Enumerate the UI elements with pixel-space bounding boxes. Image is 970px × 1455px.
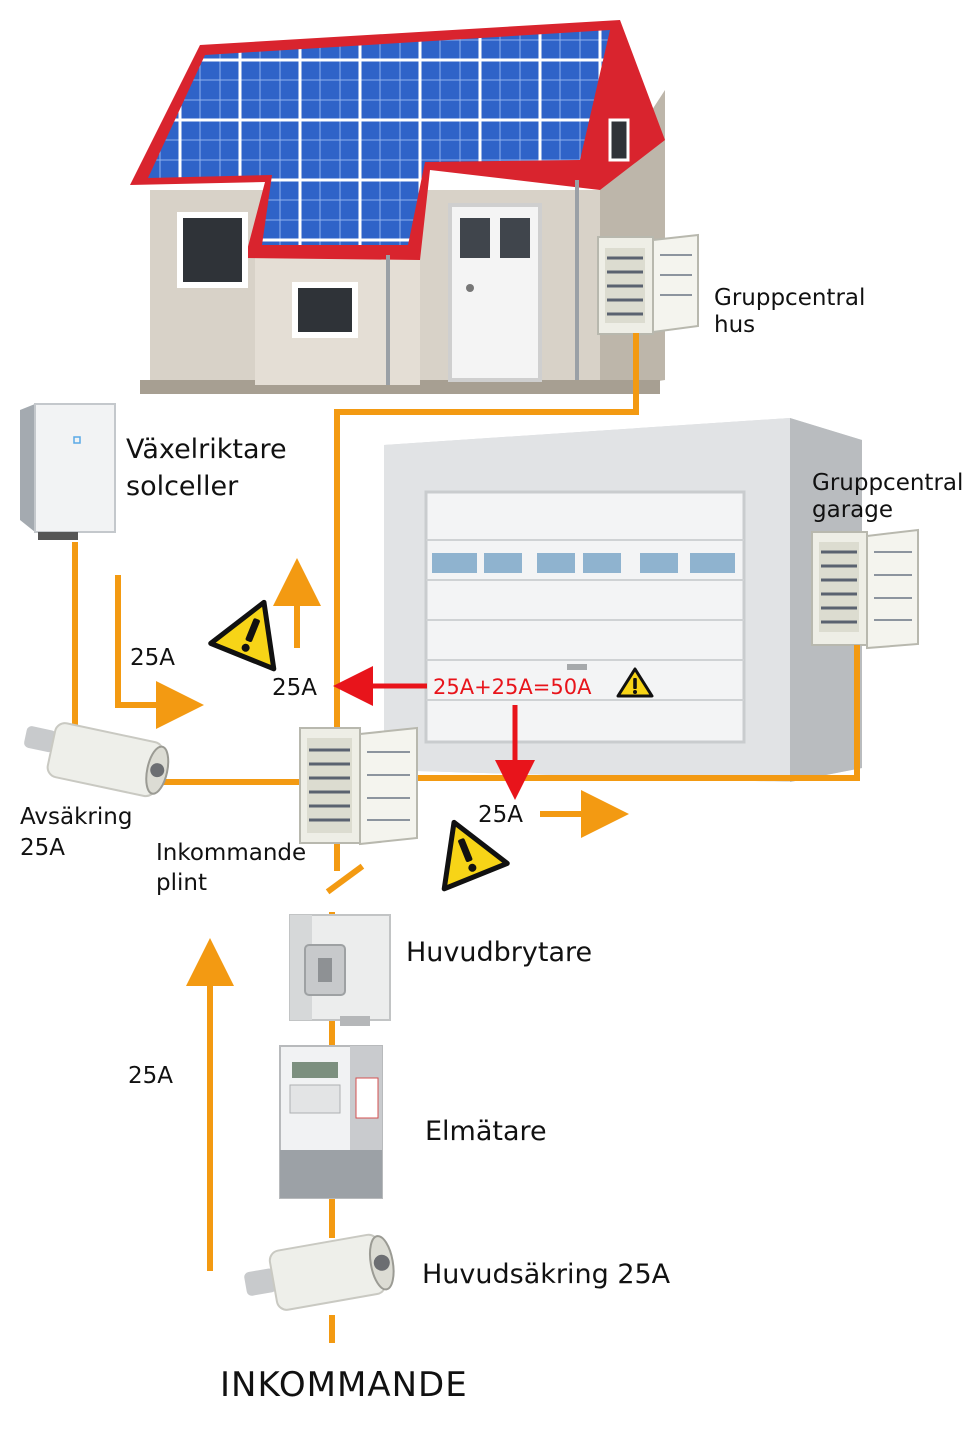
- avsakring-label: Avsäkring 25A: [20, 804, 140, 861]
- huvudbrytare-label: Huvudbrytare: [406, 937, 592, 968]
- plint-panel-icon: [299, 726, 418, 846]
- avsakring-fuse-icon: [24, 722, 170, 798]
- wiring: [72, 333, 860, 1343]
- huvudsakring-fuse-icon: [244, 1233, 395, 1311]
- flow-arrows: [115, 558, 629, 1271]
- inverter-label: Växelriktare solceller: [126, 434, 295, 502]
- warning-icon: [616, 667, 654, 698]
- incoming-current-label: 25A: [128, 1063, 173, 1089]
- solar-current-label: 25A: [130, 645, 175, 671]
- house-panel-label: Gruppcentral hus: [714, 285, 873, 338]
- house-panel-icon: [597, 233, 699, 335]
- inkommande-plint-label: Inkommande plint: [156, 840, 313, 896]
- elmatare-label: Elmätare: [425, 1116, 547, 1147]
- warning-icon: [208, 599, 277, 672]
- warning-icon: [441, 819, 510, 892]
- garage-panel-label: Gruppcentral garage: [812, 470, 970, 523]
- elmatare-icon: [279, 1045, 383, 1199]
- garage-panel-icon: [811, 528, 919, 650]
- huvudsakring-label: Huvudsäkring 25A: [422, 1259, 671, 1290]
- inverter-icon: [20, 403, 116, 540]
- garage-current-label: 25A: [478, 802, 523, 828]
- center-current-label: 25A: [272, 675, 317, 701]
- overload-sum-label: 25A+25A=50A: [433, 675, 592, 699]
- inkommande-title: INKOMMANDE: [220, 1365, 468, 1405]
- solar-flow-arrow: [115, 575, 204, 729]
- overload-arrows: [333, 666, 535, 800]
- huvudbrytare-icon: [289, 914, 391, 1026]
- house: [130, 20, 665, 394]
- garage: [384, 418, 862, 782]
